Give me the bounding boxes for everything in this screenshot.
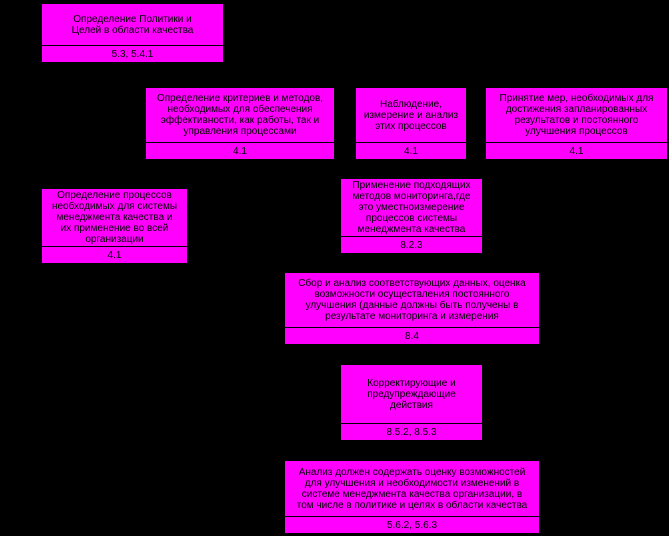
box-process-definition: Определение процессов необходимых для си…: [41, 188, 188, 264]
box-monitoring-methods: Применение подходящих методов мониторинг…: [340, 178, 483, 254]
box-monitoring-analysis: Наблюдение, измерение и анализ этих проц…: [355, 87, 467, 160]
box-corrective-actions: Корректирующие и предупреждающие действи…: [340, 364, 483, 441]
box-corrective-actions-text: Корректирующие и предупреждающие действи…: [367, 377, 456, 411]
box-data-analysis-ref: 8.4: [285, 327, 539, 344]
box-data-analysis: Сбор и анализ соответствующих данных, оц…: [284, 272, 540, 345]
box-quality-policy-ref: 5.3, 5.4.1: [42, 45, 223, 62]
box-quality-policy-text: Определение Политики и Целей в области к…: [71, 13, 194, 36]
box-monitoring-analysis-ref: 4.1: [356, 142, 466, 159]
box-criteria-methods-ref: 4.1: [146, 142, 334, 159]
box-monitoring-methods-ref: 8.2.3: [341, 236, 482, 253]
box-criteria-methods: Определение критериев и методов, необход…: [145, 87, 335, 160]
box-process-definition-text: Определение процессов необходимых для си…: [51, 190, 178, 245]
box-improvement-actions: Принятие мер, необходимых для достижения…: [485, 87, 668, 160]
box-improvement-actions-text: Принятие мер, необходимых для достижения…: [499, 93, 654, 137]
box-management-review: Анализ должен содержать оценку возможнос…: [284, 460, 540, 534]
box-improvement-actions-ref: 4.1: [486, 142, 667, 159]
box-management-review-text: Анализ должен содержать оценку возможнос…: [296, 466, 528, 511]
box-monitoring-methods-text: Применение подходящих методов мониторинг…: [352, 180, 471, 235]
box-quality-policy: Определение Политики и Целей в области к…: [41, 3, 224, 63]
box-corrective-actions-ref: 8.5.2, 8.5.3: [341, 423, 482, 440]
box-monitoring-analysis-text: Наблюдение, измерение и анализ этих проц…: [363, 98, 459, 132]
box-criteria-methods-text: Определение критериев и методов, необход…: [156, 93, 324, 137]
box-management-review-ref: 5.6.2, 5.6.3: [285, 516, 539, 533]
box-data-analysis-text: Сбор и анализ соответствующих данных, оц…: [298, 278, 526, 322]
box-process-definition-ref: 4.1: [42, 246, 187, 263]
